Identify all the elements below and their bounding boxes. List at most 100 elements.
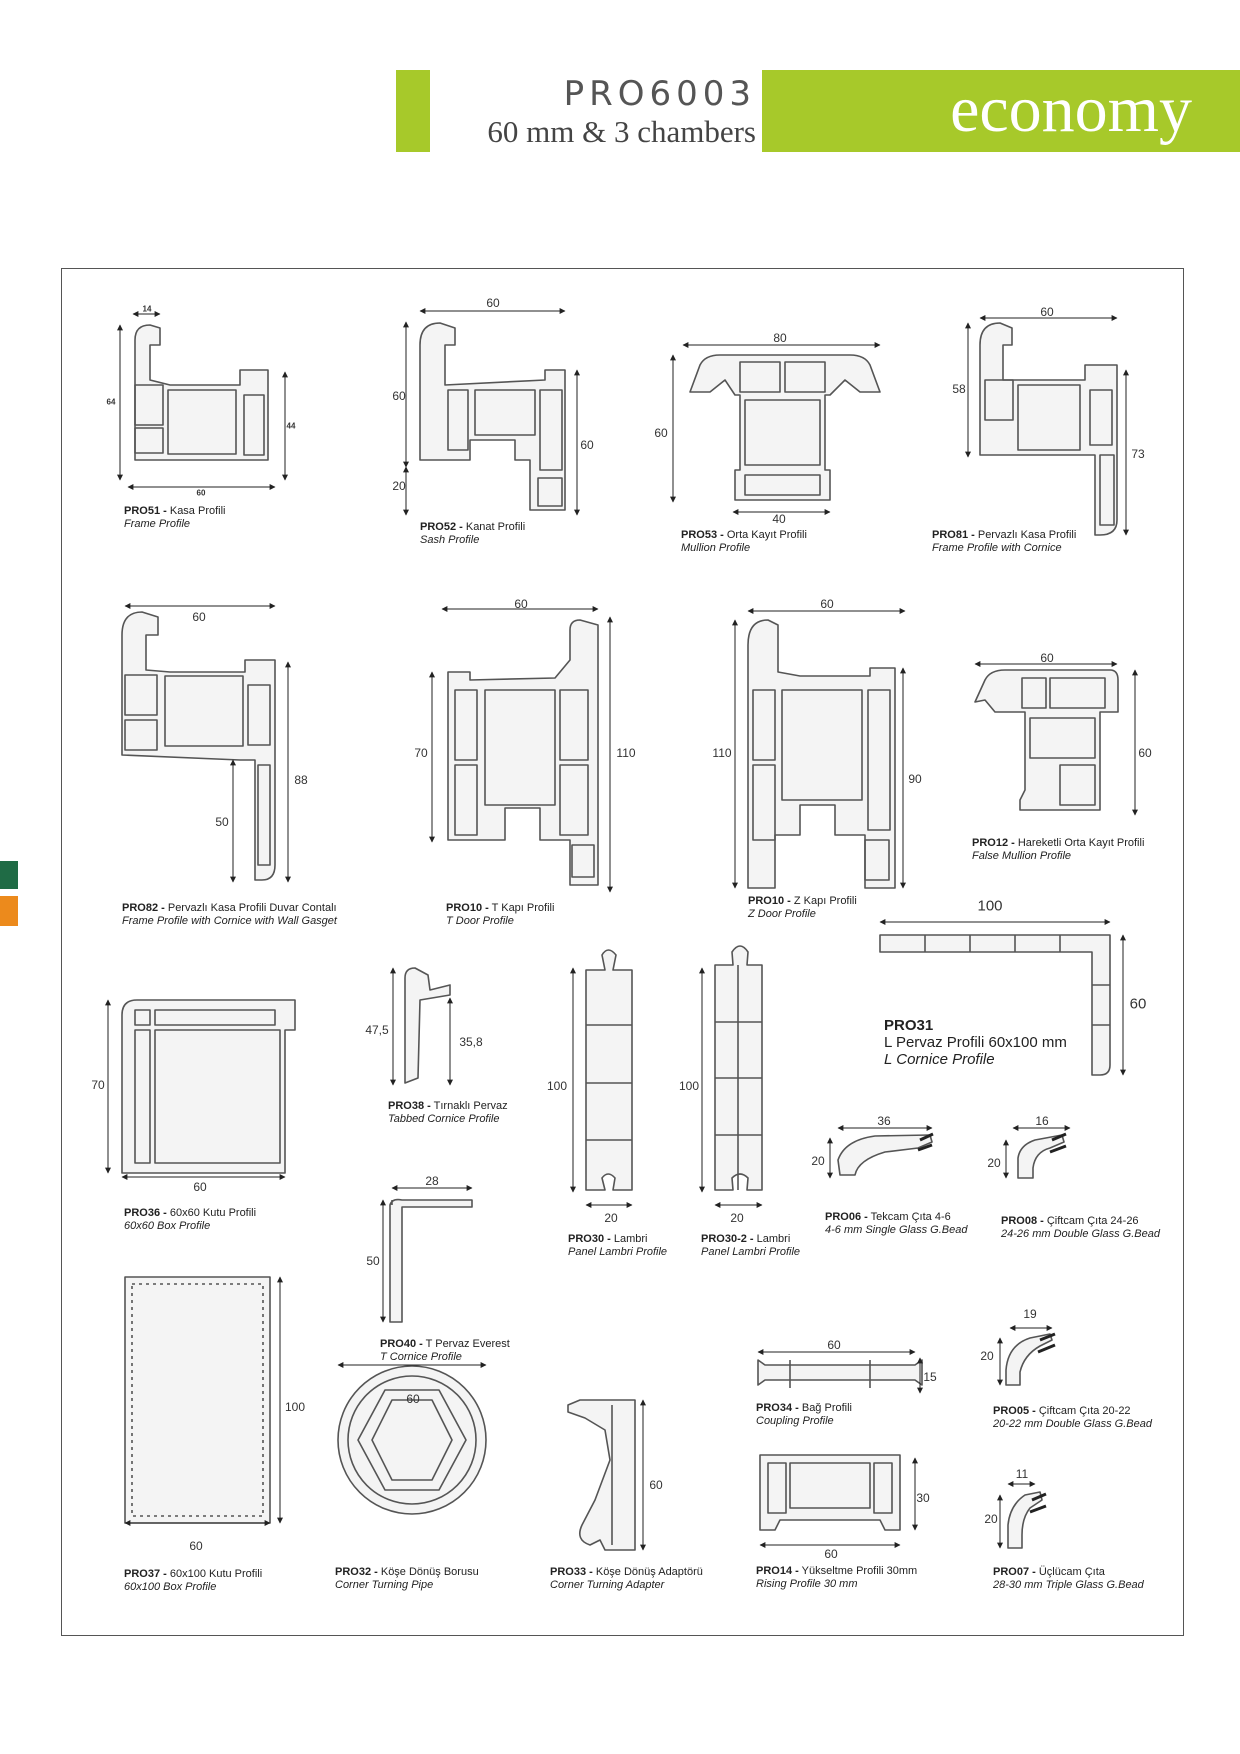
side-tab-green[interactable] bbox=[0, 861, 18, 889]
dim-label: 60 bbox=[824, 1547, 838, 1561]
dim-label: 110 bbox=[616, 746, 636, 760]
profile-code: PRO05 - bbox=[993, 1405, 1036, 1417]
side-tab-orange[interactable] bbox=[0, 896, 18, 926]
profile-name: Pervazlı Kasa Profili bbox=[974, 529, 1077, 541]
dim-label: 20 bbox=[811, 1154, 825, 1168]
profile-english-name: Corner Turning Adapter bbox=[550, 1579, 665, 1591]
profile-name: Köşe Dönüş Borusu bbox=[377, 1566, 479, 1578]
pro12-drawing bbox=[974, 661, 1138, 816]
dim-label: 58 bbox=[952, 382, 966, 396]
profile-code: PRO51 - bbox=[124, 505, 167, 517]
profile-code: PRO30-2 - bbox=[701, 1233, 754, 1245]
pro51-drawing bbox=[117, 311, 288, 490]
profile-english-name: 60x60 Box Profile bbox=[124, 1220, 211, 1232]
dim-label: 35,8 bbox=[459, 1035, 483, 1049]
profile-english-name: Panel Lambri Profile bbox=[568, 1246, 668, 1258]
dim-label: 20 bbox=[730, 1211, 744, 1225]
dim-label: 90 bbox=[908, 772, 922, 786]
profile-name: 60x100 Kutu Profili bbox=[166, 1568, 263, 1580]
dim-label: 70 bbox=[91, 1078, 105, 1092]
pro52-drawing bbox=[403, 308, 580, 516]
dim-label: 60 bbox=[1040, 651, 1054, 665]
dim-label: 20 bbox=[980, 1349, 994, 1363]
profile-code: PRO33 - bbox=[550, 1566, 593, 1578]
profile-name: Lambri bbox=[753, 1233, 791, 1245]
dim-label: 60 bbox=[1129, 995, 1147, 1013]
dim-label: 15 bbox=[923, 1370, 937, 1384]
profile-code: PRO52 - bbox=[420, 521, 463, 533]
profile-code: PRO36 - bbox=[124, 1207, 167, 1219]
profile-english-name: 28-30 mm Triple Glass G.Bead bbox=[993, 1579, 1144, 1591]
pro82-drawing bbox=[121, 603, 291, 883]
dim-label: 28 bbox=[425, 1174, 439, 1188]
dim-label: 60 bbox=[192, 610, 206, 624]
profile-code: PRO82 - bbox=[122, 902, 165, 914]
dim-label: 50 bbox=[366, 1254, 380, 1268]
dim-label: 100 bbox=[284, 1400, 306, 1414]
dim-label: 47,5 bbox=[365, 1023, 389, 1037]
profile-name: T Kapı Profili bbox=[488, 902, 555, 914]
pro36-drawing bbox=[105, 999, 296, 1180]
dim-label: 16 bbox=[1035, 1114, 1049, 1128]
profile-english-name: Panel Lambri Profile bbox=[701, 1246, 801, 1258]
pro08-drawing bbox=[1003, 1125, 1071, 1179]
profile-code: PRO30 - bbox=[568, 1233, 611, 1245]
pro30-drawing bbox=[570, 949, 633, 1208]
dim-label: 80 bbox=[773, 331, 787, 345]
dim-label: 73 bbox=[1131, 447, 1145, 461]
dim-label: 60 bbox=[406, 1392, 420, 1406]
profile-english-name: Frame Profile with Cornice bbox=[932, 542, 1062, 554]
dim-label: 60 bbox=[820, 597, 834, 611]
dim-label: 60 bbox=[654, 426, 668, 440]
model-subtitle: 60 mm & 3 chambers bbox=[487, 114, 756, 149]
profile-name: Kanat Profili bbox=[462, 521, 526, 533]
profile-english-name: L Cornice Profile bbox=[884, 1051, 995, 1068]
profile-english-name: 60x100 Box Profile bbox=[124, 1581, 217, 1593]
pro37-drawing bbox=[124, 1276, 283, 1526]
profile-code: PRO38 - bbox=[388, 1100, 431, 1112]
profile-name: Pervazlı Kasa Profili Duvar Contalı bbox=[164, 902, 337, 914]
dim-label: 36 bbox=[877, 1114, 891, 1128]
dim-label: 60 bbox=[1040, 305, 1054, 319]
dim-label: 100 bbox=[546, 1079, 568, 1093]
profile-name: L Pervaz Profili 60x100 mm bbox=[884, 1034, 1067, 1051]
pro81-drawing bbox=[965, 315, 1129, 536]
pro10z-drawing bbox=[732, 608, 906, 889]
dim-label: 110 bbox=[712, 746, 732, 760]
profile-english-name: Frame Profile with Cornice with Wall Gas… bbox=[122, 915, 337, 927]
dim-label: 88 bbox=[294, 773, 308, 787]
dim-label: 60 bbox=[196, 488, 206, 498]
profile-english-name: 20-22 mm Double Glass G.Bead bbox=[993, 1418, 1152, 1430]
profile-code: PRO12 - bbox=[972, 837, 1015, 849]
profile-english-name: Tabbed Cornice Profile bbox=[388, 1113, 500, 1125]
dim-label: 20 bbox=[987, 1156, 1001, 1170]
profile-english-name: Rising Profile 30 mm bbox=[756, 1578, 858, 1590]
dim-label: 14 bbox=[142, 304, 152, 314]
profile-name: Tırnaklı Pervaz bbox=[430, 1100, 508, 1112]
profile-code: PRO34 - bbox=[756, 1402, 799, 1414]
profile-english-name: Coupling Profile bbox=[756, 1415, 834, 1427]
profile-name: 60x60 Kutu Profili bbox=[166, 1207, 257, 1219]
catalog-frame bbox=[61, 268, 1184, 1636]
profile-code: PRO53 - bbox=[681, 529, 724, 541]
dim-label: 100 bbox=[678, 1079, 700, 1093]
pro06-drawing bbox=[827, 1125, 934, 1179]
profile-code: PRO07 - bbox=[993, 1566, 1036, 1578]
profile-english-name: 24-26 mm Double Glass G.Bead bbox=[1001, 1228, 1160, 1240]
profile-name: Tekcam Çıta 4-6 bbox=[867, 1211, 951, 1223]
dim-label: 60 bbox=[649, 1478, 663, 1492]
